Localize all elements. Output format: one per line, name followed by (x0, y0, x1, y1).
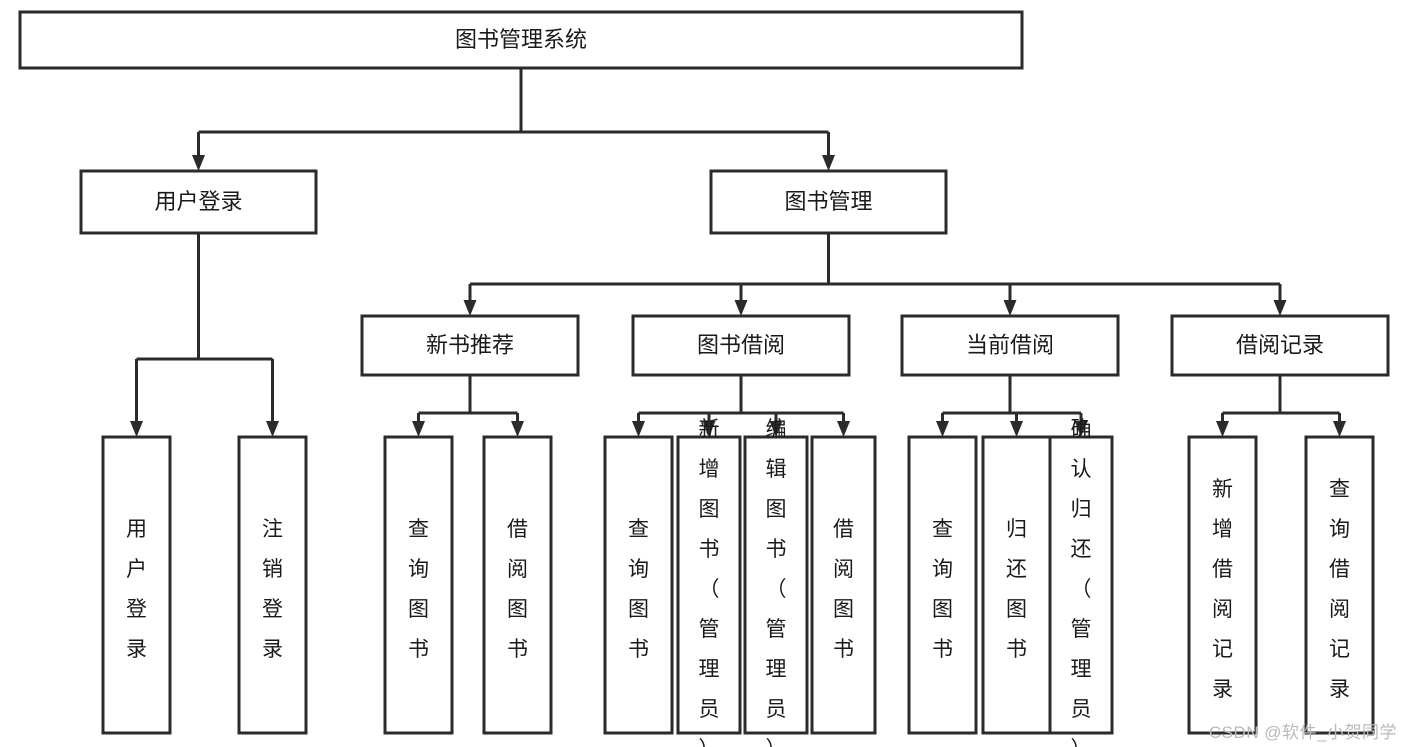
node-box-leaf-confirm-return-admin[interactable] (1048, 435, 1114, 735)
node-box-root[interactable] (18, 10, 1024, 70)
node-box-leaf-add-book-admin[interactable] (676, 435, 742, 735)
node-root[interactable]: 图书管理系统 (18, 10, 1024, 70)
node-leaf-return-book[interactable]: 归还图书 (981, 435, 1052, 735)
watermark-label: CSDN @软件_小贺同学 (1208, 723, 1397, 742)
node-box-leaf-rec-query-book[interactable] (383, 435, 454, 735)
node-leaf-query-borrow-record[interactable]: 查询借阅记录 (1304, 435, 1375, 735)
node-box-leaf-cur-query-book[interactable] (907, 435, 978, 735)
node-label-leaf-borrow-query-book: 查询图书 (628, 518, 649, 661)
node-leaf-cur-query-book[interactable]: 查询图书 (907, 435, 978, 735)
node-label-leaf-rec-query-book: 查询图书 (408, 518, 429, 661)
node-box-borrow-record[interactable] (1170, 314, 1390, 377)
node-leaf-rec-borrow-book[interactable]: 借阅图书 (482, 435, 553, 735)
node-leaf-user-login[interactable]: 用户登录 (101, 435, 172, 735)
edge-group-current-borrow (936, 375, 1088, 437)
edge-group-root (192, 68, 835, 171)
node-box-book-manage[interactable] (709, 169, 948, 235)
node-box-user-login[interactable] (79, 169, 318, 235)
nodes-layer: 图书管理系统用户登录图书管理新书推荐图书借阅当前借阅借阅记录用户登录注销登录查询… (18, 10, 1390, 747)
node-leaf-add-book-admin[interactable]: 新增图书（管理员） (676, 418, 742, 747)
node-borrow-record[interactable]: 借阅记录 (1170, 314, 1390, 377)
node-label-leaf-edit-book-admin: 编辑图书（管理员） (766, 418, 787, 747)
node-leaf-confirm-return-admin[interactable]: 确认归还（管理员） (1048, 418, 1114, 747)
edge-group-book-manage (463, 233, 1287, 316)
node-leaf-logout[interactable]: 注销登录 (237, 435, 308, 735)
node-box-leaf-rec-borrow-book[interactable] (482, 435, 553, 735)
node-label-leaf-borrow-book: 借阅图书 (833, 518, 854, 661)
node-box-leaf-return-book[interactable] (981, 435, 1052, 735)
node-box-leaf-user-login[interactable] (101, 435, 172, 735)
node-label-leaf-rec-borrow-book: 借阅图书 (507, 518, 528, 661)
node-box-leaf-borrow-book[interactable] (810, 435, 877, 735)
node-box-leaf-borrow-query-book[interactable] (603, 435, 674, 735)
node-leaf-edit-book-admin[interactable]: 编辑图书（管理员） (743, 418, 809, 747)
edge-group-user-login (130, 233, 279, 437)
node-label-leaf-query-borrow-record: 查询借阅记录 (1329, 478, 1350, 701)
node-current-borrow[interactable]: 当前借阅 (900, 314, 1120, 377)
edges-layer (130, 68, 1346, 437)
node-box-leaf-add-borrow-record[interactable] (1187, 435, 1258, 735)
edge-group-book-borrow (632, 375, 850, 437)
node-label-leaf-return-book: 归还图书 (1006, 518, 1027, 661)
node-leaf-add-borrow-record[interactable]: 新增借阅记录 (1187, 435, 1258, 735)
node-label-current-borrow: 当前借阅 (966, 332, 1054, 357)
edge-group-borrow-record (1216, 375, 1346, 437)
node-leaf-borrow-query-book[interactable]: 查询图书 (603, 435, 674, 735)
node-box-leaf-query-borrow-record[interactable] (1304, 435, 1375, 735)
node-label-leaf-confirm-return-admin: 确认归还（管理员） (1071, 418, 1092, 747)
node-label-new-book-rec: 新书推荐 (426, 332, 514, 357)
node-box-leaf-edit-book-admin[interactable] (743, 435, 809, 735)
node-label-leaf-add-book-admin: 新增图书（管理员） (699, 418, 720, 747)
node-box-current-borrow[interactable] (900, 314, 1120, 377)
node-box-new-book-rec[interactable] (360, 314, 580, 377)
node-user-login[interactable]: 用户登录 (79, 169, 318, 235)
node-box-leaf-logout[interactable] (237, 435, 308, 735)
node-label-leaf-logout: 注销登录 (262, 518, 283, 661)
node-leaf-rec-query-book[interactable]: 查询图书 (383, 435, 454, 735)
node-label-leaf-add-borrow-record: 新增借阅记录 (1212, 478, 1233, 701)
node-label-leaf-user-login: 用户登录 (126, 518, 147, 661)
edge-group-new-book-rec (412, 375, 524, 437)
node-label-borrow-record: 借阅记录 (1236, 332, 1324, 357)
node-label-book-manage: 图书管理 (784, 189, 872, 214)
node-book-borrow[interactable]: 图书借阅 (631, 314, 851, 377)
node-leaf-borrow-book[interactable]: 借阅图书 (810, 435, 877, 735)
node-label-leaf-cur-query-book: 查询图书 (932, 518, 953, 661)
node-label-root: 图书管理系统 (455, 27, 587, 52)
node-book-manage[interactable]: 图书管理 (709, 169, 948, 235)
node-label-user-login: 用户登录 (154, 189, 242, 214)
node-box-book-borrow[interactable] (631, 314, 851, 377)
node-label-book-borrow: 图书借阅 (697, 332, 785, 357)
node-new-book-rec[interactable]: 新书推荐 (360, 314, 580, 377)
